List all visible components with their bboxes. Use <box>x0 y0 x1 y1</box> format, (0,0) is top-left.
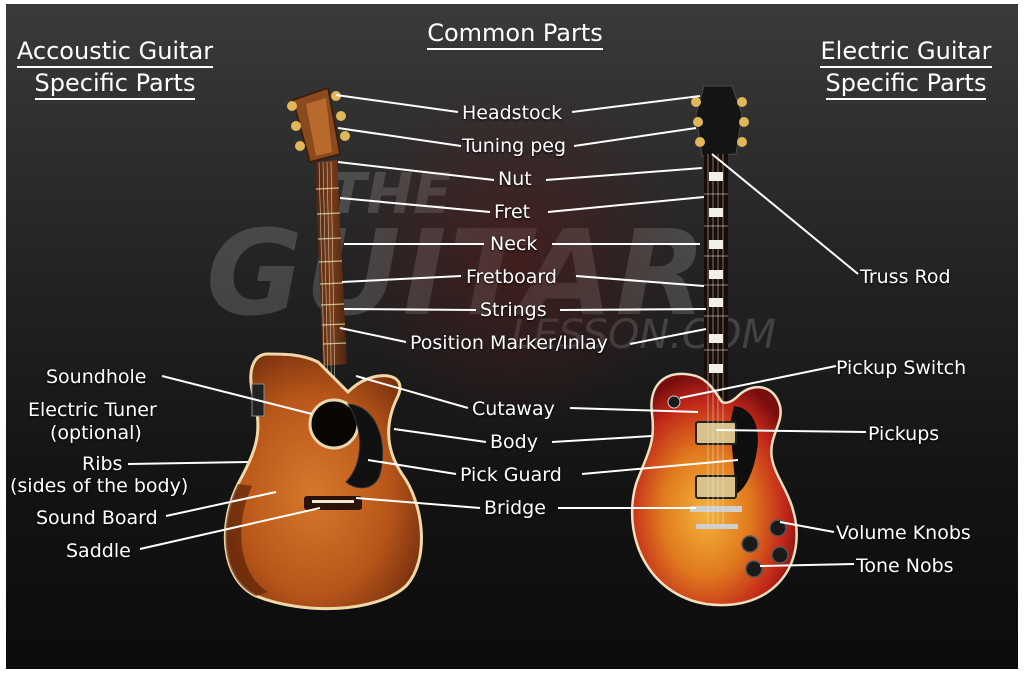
label-soundhole: Soundhole <box>46 366 147 388</box>
label-body: Body <box>490 431 538 453</box>
label-pick-guard: Pick Guard <box>460 464 562 486</box>
label-ribs-detail: (sides of the body) <box>10 475 189 497</box>
common-header: Common Parts <box>410 18 620 50</box>
label-truss-rod: Truss Rod <box>860 266 951 288</box>
acoustic-header-line2-text: Specific Parts <box>34 68 196 100</box>
label-tone-nobs: Tone Nobs <box>856 555 954 577</box>
background-pick-shape <box>346 74 686 434</box>
label-position-marker: Position Marker/Inlay <box>410 332 608 354</box>
electric-inlays <box>709 172 723 373</box>
label-electric-tuner: Electric Tuner <box>28 399 157 421</box>
label-neck: Neck <box>490 233 538 255</box>
electric-guitar <box>630 85 798 607</box>
label-bridge: Bridge <box>484 497 546 519</box>
label-ribs: Ribs <box>82 453 123 475</box>
label-pickups: Pickups <box>868 423 940 445</box>
label-cutaway: Cutaway <box>472 398 555 420</box>
guitar-illustration <box>127 74 867 611</box>
label-sound-board: Sound Board <box>36 507 158 529</box>
label-volume-knobs: Volume Knobs <box>836 522 971 544</box>
label-tuning-peg: Tuning peg <box>462 135 567 157</box>
leader-lines <box>127 94 867 567</box>
label-fretboard: Fretboard <box>466 266 557 288</box>
electric-header: Electric Guitar Specific Parts <box>806 36 1006 100</box>
diagram-frame: THE GUITAR LESSON.COM <box>6 4 1018 669</box>
electric-header-line1: Electric Guitar <box>820 36 992 68</box>
label-strings: Strings <box>480 299 547 321</box>
label-headstock: Headstock <box>462 102 563 124</box>
label-saddle: Saddle <box>66 540 131 562</box>
common-header-text: Common Parts <box>427 18 603 50</box>
acoustic-header-line1: Accoustic Guitar <box>16 36 214 68</box>
acoustic-header: Accoustic Guitar Specific Parts Specific… <box>10 36 220 100</box>
label-pickup-switch: Pickup Switch <box>836 357 967 379</box>
label-nut: Nut <box>498 168 532 190</box>
label-fret: Fret <box>494 201 531 223</box>
label-electric-tuner-optional: (optional) <box>50 422 142 444</box>
electric-header-line2: Specific Parts <box>825 68 987 100</box>
acoustic-guitar <box>223 87 423 611</box>
